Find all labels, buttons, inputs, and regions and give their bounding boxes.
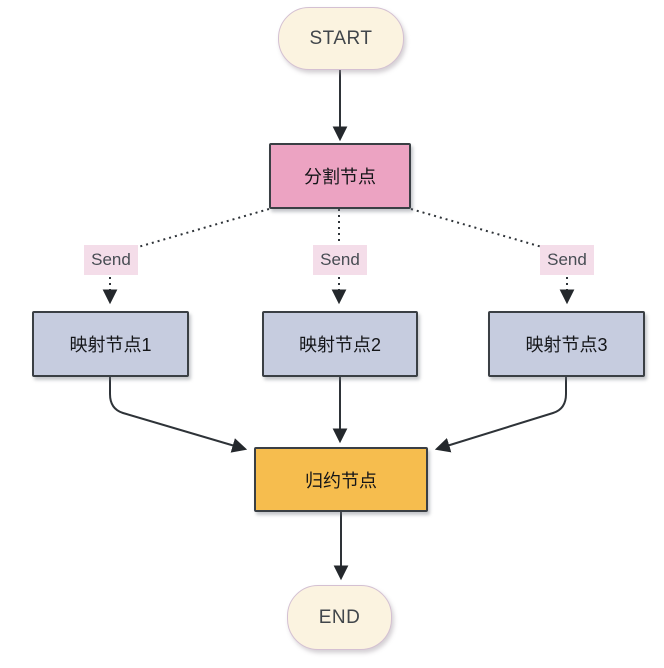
node-reduce: 归约节点 [254, 447, 428, 512]
node-split: 分割节点 [269, 143, 411, 209]
edge-split-to-send3 [410, 208, 543, 248]
edge-split-to-send1 [137, 208, 270, 248]
edge-map3-to-reduce [434, 377, 567, 453]
edge-map1-to-reduce [109, 377, 248, 453]
edge-label-send-2: Send [313, 245, 367, 275]
node-map-1: 映射节点1 [32, 311, 189, 377]
node-map-2: 映射节点2 [262, 311, 418, 377]
node-map-3: 映射节点3 [488, 311, 645, 377]
node-start: START [278, 7, 404, 70]
edge-label-send-1: Send [84, 245, 138, 275]
edge-label-send-3: Send [540, 245, 594, 275]
node-end: END [287, 585, 392, 650]
